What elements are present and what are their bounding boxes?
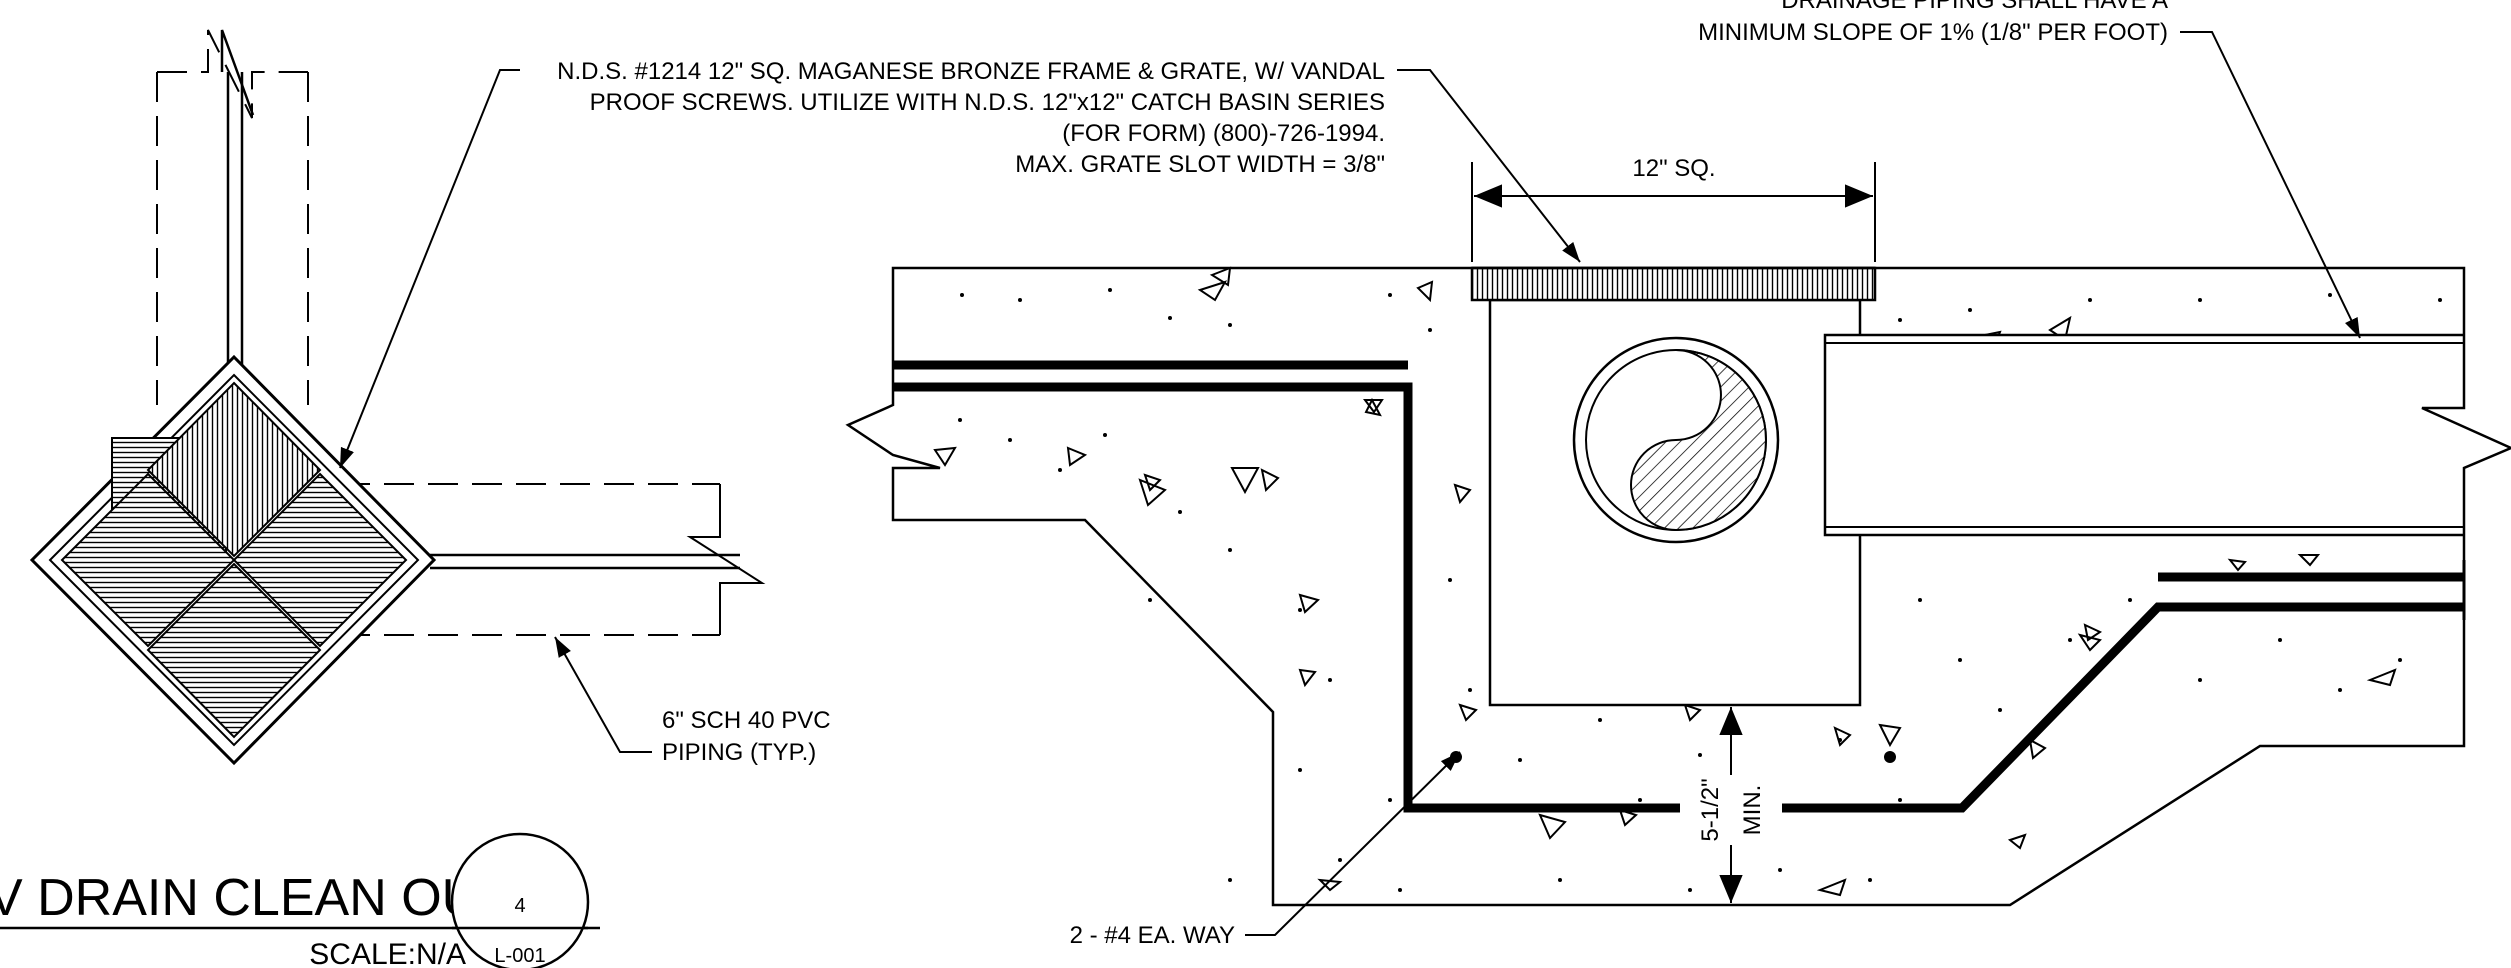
- dimension-depth-min-label: MIN.: [1739, 785, 1766, 836]
- plan-horizontal-pipe: [340, 483, 766, 636]
- note-pvc-line-2: PIPING (TYP.): [662, 739, 816, 766]
- detail-scale: SCALE:N/A: [309, 938, 466, 968]
- detail-number: 4: [514, 895, 525, 917]
- plan-view: [29, 29, 766, 766]
- note-frame-grate-line-3: (FOR FORM) (800)-726-1994.: [1062, 120, 1385, 147]
- detail-title: V DRAIN CLEAN OUT: [0, 869, 511, 927]
- sheet-number: L-001: [494, 945, 545, 967]
- rebar: [893, 360, 2466, 813]
- callout-frame-grate: N.D.S. #1214 12" SQ. MAGANESE BRONZE FRA…: [339, 58, 1581, 469]
- title-block: V DRAIN CLEAN OUT SCALE:N/A 4 L-001: [0, 832, 600, 968]
- callout-rebar: 2 - #4 EA. WAY: [1070, 751, 1461, 949]
- note-rebar: 2 - #4 EA. WAY: [1070, 922, 1235, 949]
- dimension-width-label: 12" SQ.: [1632, 155, 1715, 182]
- plan-grate: [29, 354, 437, 766]
- concrete-stipple: [958, 288, 2442, 892]
- callout-pvc: 6" SCH 40 PVC PIPING (TYP.): [554, 636, 831, 766]
- section-grate: [1470, 266, 1877, 302]
- section-view: 12" SQ. 5-1/2" MIN.: [845, 155, 2511, 907]
- note-pvc-line-1: 6" SCH 40 PVC: [662, 707, 831, 734]
- dimension-depth: 5-1/2" MIN.: [1697, 707, 1768, 903]
- note-frame-grate-line-2: PROOF SCREWS. UTILIZE WITH N.D.S. 12"x12…: [590, 89, 1385, 116]
- note-frame-grate-line-4: MAX. GRATE SLOT WIDTH = 3/8": [1015, 151, 1385, 178]
- note-frame-grate-line-1: N.D.S. #1214 12" SQ. MAGANESE BRONZE FRA…: [557, 58, 1385, 85]
- rebar-dot: [1884, 751, 1896, 763]
- note-slope-line-2: MINIMUM SLOPE OF 1% (1/8" PER FOOT): [1698, 19, 2168, 46]
- pipe-opening: [1572, 336, 1780, 544]
- plan-vertical-pipe: [156, 29, 309, 405]
- drain-pipe-section: [1823, 333, 2511, 537]
- callout-slope: DRAINAGE PIPING SHALL HAVE A MINIMUM SLO…: [1698, 0, 2361, 339]
- dimension-width: 12" SQ.: [1471, 155, 1876, 262]
- dimension-depth-label: 5-1/2": [1697, 778, 1724, 841]
- note-slope-line-1: DRAINAGE PIPING SHALL HAVE A: [1781, 0, 2168, 14]
